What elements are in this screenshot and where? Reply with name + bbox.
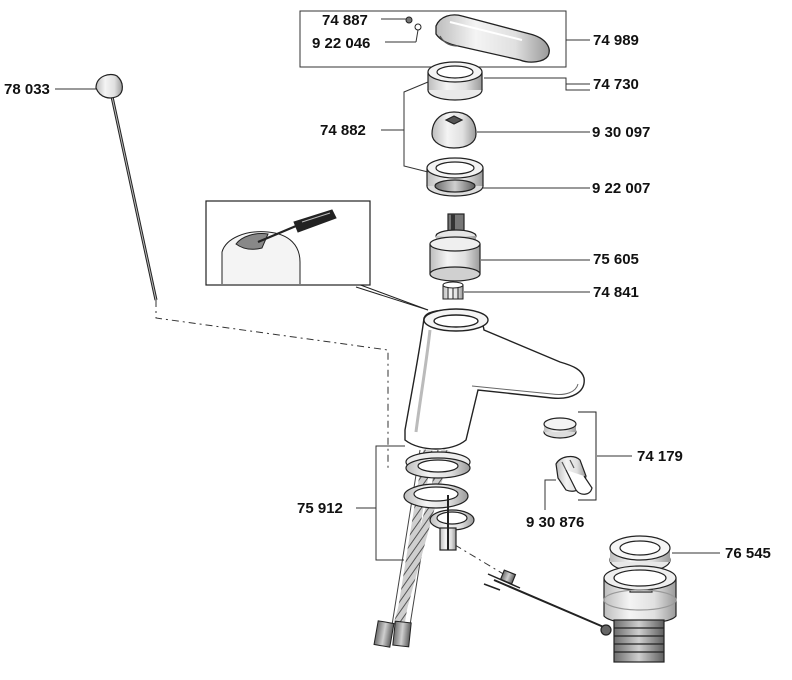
- cap-922046: [414, 23, 422, 31]
- label-74882: 74 882: [320, 122, 366, 139]
- rod-knob: [95, 73, 123, 99]
- lever-body: [435, 14, 550, 63]
- cartridge-75605: [429, 213, 481, 282]
- lever-handle: [435, 14, 550, 63]
- label-922046: 9 22 046: [312, 35, 371, 52]
- assembly-lines: [155, 300, 511, 579]
- ring-74730: [427, 61, 483, 101]
- label-78033: 78 033: [4, 81, 50, 98]
- leader-lines: [55, 18, 720, 561]
- aerator-key-930876: [555, 455, 593, 495]
- clevis: [483, 569, 521, 591]
- fixing-set-parts: [403, 451, 475, 551]
- aerator-74179: [543, 417, 577, 439]
- label-74730: 74 730: [593, 76, 639, 93]
- label-75912: 75 912: [297, 500, 343, 517]
- sleeve-74841: [442, 281, 464, 300]
- label-74179: 74 179: [637, 448, 683, 465]
- label-75605: 75 605: [593, 251, 639, 268]
- screw-74887: [405, 16, 413, 24]
- label-930097: 9 30 097: [592, 124, 651, 141]
- label-74989: 74 989: [593, 32, 639, 49]
- waste-valve: [483, 535, 677, 663]
- dome-930097: [431, 111, 477, 149]
- detail-inset: [205, 200, 429, 311]
- label-74841: 74 841: [593, 284, 639, 301]
- screw-and-cap: [405, 16, 422, 31]
- rod-assembly-line: [155, 300, 389, 470]
- label-930876: 9 30 876: [526, 514, 585, 531]
- faucet-body: [404, 308, 585, 450]
- drain-link-assembly-line: [454, 544, 511, 579]
- flex-hoses: [373, 448, 451, 648]
- label-922007: 9 22 007: [592, 180, 651, 197]
- screwdriver-icon: [257, 209, 337, 244]
- pop-up-rod: [95, 73, 158, 301]
- pull-rod: [493, 579, 607, 629]
- nut-922007: [426, 157, 484, 197]
- label-76545: 76 545: [725, 545, 771, 562]
- label-74887: 74 887: [322, 12, 368, 29]
- aerator-bracket: [578, 411, 597, 501]
